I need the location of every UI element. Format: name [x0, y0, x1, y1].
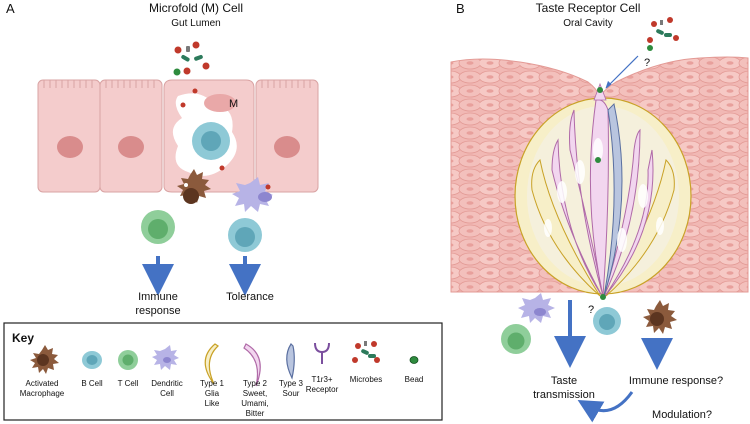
arrow-microbes-to-pore — [605, 55, 639, 89]
key-label-b-cell: B Cell — [81, 379, 103, 388]
key-label-type1-2: Glia — [205, 389, 220, 398]
question-mark-top: ? — [644, 57, 650, 69]
t-cell-b — [501, 324, 531, 354]
taste-bud — [514, 82, 692, 300]
key-box: Key — [3, 322, 443, 421]
key-label-type2-3: Umami, — [241, 399, 269, 408]
bead-at-base — [600, 294, 606, 300]
key-label-t1r3-2: Receptor — [306, 385, 339, 394]
immune-response-question: Immune response? — [629, 375, 723, 387]
key-label-t-cell: T Cell — [118, 379, 139, 388]
type2-cell-icon — [243, 343, 261, 387]
tolerance-label: Tolerance — [226, 291, 274, 303]
question-mark-bottom: ? — [588, 304, 594, 316]
panel-a-subtitle: Gut Lumen — [171, 18, 220, 29]
panel-a: A Microfold (M) Cell Gut Lumen — [6, 1, 319, 317]
dendritic-cell-icon — [152, 345, 179, 370]
key-label-microbes: Microbes — [350, 375, 382, 384]
t1r3-receptor-icon — [314, 342, 330, 364]
key-label-t1r3-1: T1r3+ — [311, 375, 332, 384]
macrophage-a — [177, 169, 211, 204]
key-label-type3-1: Type 3 — [279, 379, 304, 388]
key-label-dendritic-1: Dendritic — [151, 379, 183, 388]
panel-b-title: Taste Receptor Cell — [536, 1, 641, 15]
key-title: Key — [12, 331, 34, 345]
macrophage-b — [643, 300, 677, 334]
type1-glia-icon — [204, 343, 219, 385]
key-label-type2-2: Sweet, — [243, 389, 267, 398]
key-label-bead: Bead — [405, 375, 424, 384]
m-cell: M — [163, 79, 255, 193]
bead-inside-bud — [595, 157, 601, 163]
key-label-type2-4: Bitter — [246, 409, 265, 418]
key-label-type2-1: Type 2 — [243, 379, 268, 388]
immune-response-line1: Immune — [138, 291, 178, 303]
type3-cell-icon — [286, 343, 295, 380]
panel-a-title: Microfold (M) Cell — [149, 1, 243, 15]
panel-b-letter: B — [456, 1, 465, 16]
microbes-icon — [352, 341, 380, 363]
b-cell-a — [228, 218, 262, 252]
immune-response-line2: response — [135, 305, 180, 317]
taste-transmission-line2: transmission — [533, 389, 595, 401]
panel-a-letter: A — [6, 1, 15, 16]
m-cell-label: M — [229, 98, 238, 110]
panel-b: B Taste Receptor Cell Oral Cavity ? — [450, 1, 749, 423]
bead-at-pore — [597, 87, 603, 93]
dendritic-cell-b — [518, 293, 555, 323]
bead-icon — [409, 356, 419, 364]
key-label-type3-2: Sour — [283, 389, 300, 398]
key-label-macrophage-2: Macrophage — [20, 389, 65, 398]
dendritic-cell-a — [232, 177, 273, 212]
panel-b-subtitle: Oral Cavity — [563, 18, 612, 29]
activated-macrophage-icon — [30, 345, 59, 374]
gut-epithelium — [37, 79, 319, 193]
b-cell-b — [593, 307, 621, 335]
t-cell-a — [141, 210, 175, 244]
key-label-macrophage-1: Activated — [26, 379, 59, 388]
b-cell-icon — [82, 351, 102, 369]
arrow-modulation — [577, 391, 634, 423]
key-label-type1-1: Type 1 — [200, 379, 225, 388]
taste-transmission-line1: Taste — [551, 375, 577, 387]
t-cell-icon — [118, 350, 138, 370]
microbes-cluster-a — [173, 41, 210, 76]
modulation-label: Modulation? — [652, 409, 712, 421]
key-label-dendritic-2: Cell — [160, 389, 174, 398]
key-label-type1-3: Like — [205, 399, 220, 408]
microbes-cluster-b — [647, 17, 679, 51]
